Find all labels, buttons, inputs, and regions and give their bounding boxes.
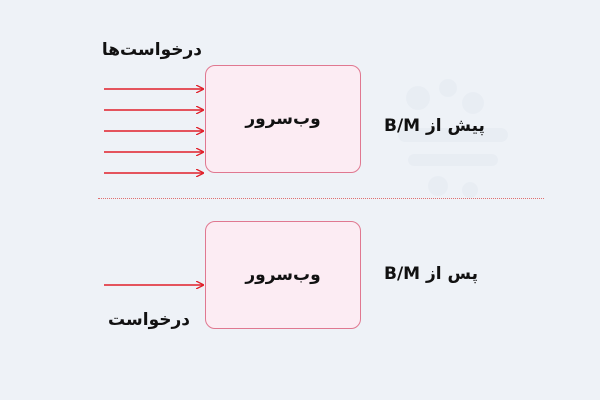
section-divider	[98, 198, 544, 199]
web-server-label-after: وب‌سرور	[245, 265, 321, 285]
watermark-logo	[398, 79, 508, 198]
web-server-box-before: وب‌سرور	[205, 65, 361, 173]
after-bm-label: پس از B/M	[384, 264, 478, 284]
top-request-arrows	[104, 89, 203, 173]
web-server-label-before: وب‌سرور	[245, 109, 321, 129]
before-bm-label: پیش از B/M	[384, 116, 485, 136]
web-server-box-after: وب‌سرور	[205, 221, 361, 329]
request-label: درخواست	[108, 310, 190, 330]
requests-label: درخواست‌ها	[101, 40, 202, 60]
